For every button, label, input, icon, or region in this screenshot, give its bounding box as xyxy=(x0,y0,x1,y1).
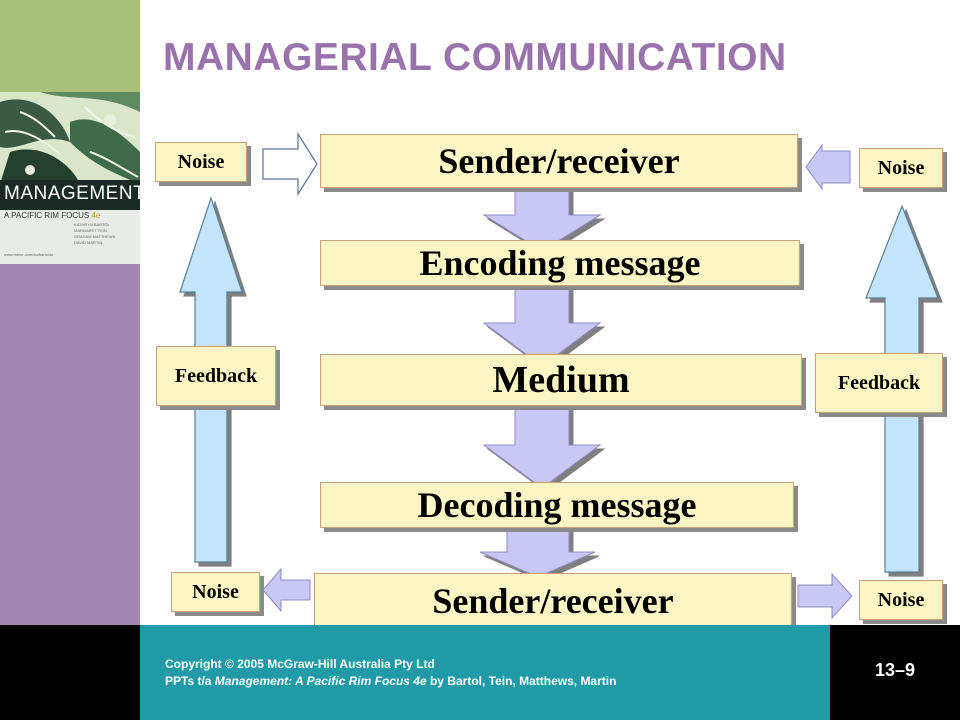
footer-center-panel xyxy=(140,625,830,720)
cover-authors: KATHRYN BARTOL MARGARET TEIN GRAHAM MATT… xyxy=(74,222,116,245)
slide-title: MANAGERIAL COMMUNICATION xyxy=(163,36,787,79)
feedback-box-left: Feedback xyxy=(156,346,276,406)
down-arrow-3 xyxy=(482,404,602,489)
butterfly-wing-art xyxy=(0,92,140,184)
noise-arrow-top-left xyxy=(262,131,318,197)
footer-right-panel xyxy=(830,625,960,720)
cover-subtitle: A PACIFIC RIM FOCUS 4e xyxy=(4,211,101,220)
down-arrow-2 xyxy=(482,282,602,367)
copyright-line-2: PPTs t/a Management: A Pacific Rim Focus… xyxy=(165,674,617,688)
copyright-line-1: Copyright © 2005 McGraw-Hill Australia P… xyxy=(165,657,435,671)
cover-url: www.mhhe.com/au/bartol4e xyxy=(4,252,54,257)
noise-arrow-bottom-left xyxy=(262,567,311,613)
copyright-notice: Copyright © 2005 McGraw-Hill Australia P… xyxy=(165,656,616,690)
down-arrow-4 xyxy=(479,527,596,578)
sidebar-top-panel xyxy=(0,0,140,92)
decoding-message-box: Decoding message xyxy=(320,482,794,528)
noise-arrow-bottom-right xyxy=(797,572,853,620)
book-cover: MANAGEMENT A PACIFIC RIM FOCUS 4e KATHRY… xyxy=(0,92,140,264)
cover-title-band xyxy=(0,180,140,210)
noise-arrow-top-right xyxy=(805,143,851,191)
medium-box: Medium xyxy=(320,354,802,406)
cover-title: MANAGEMENT xyxy=(4,183,140,204)
sender-receiver-box-top: Sender/receiver xyxy=(320,134,798,188)
slide-number: 13–9 xyxy=(874,660,916,680)
noise-box-bottom-right: Noise xyxy=(859,580,943,620)
sender-receiver-box-bottom: Sender/receiver xyxy=(314,573,792,629)
noise-box-top-left: Noise xyxy=(155,142,247,182)
footer-left-panel xyxy=(0,625,140,720)
feedback-box-right: Feedback xyxy=(815,353,943,413)
encoding-message-box: Encoding message xyxy=(320,240,800,286)
noise-box-bottom-left: Noise xyxy=(171,572,260,612)
noise-box-top-right: Noise xyxy=(859,148,943,188)
down-arrow-1 xyxy=(482,186,602,252)
